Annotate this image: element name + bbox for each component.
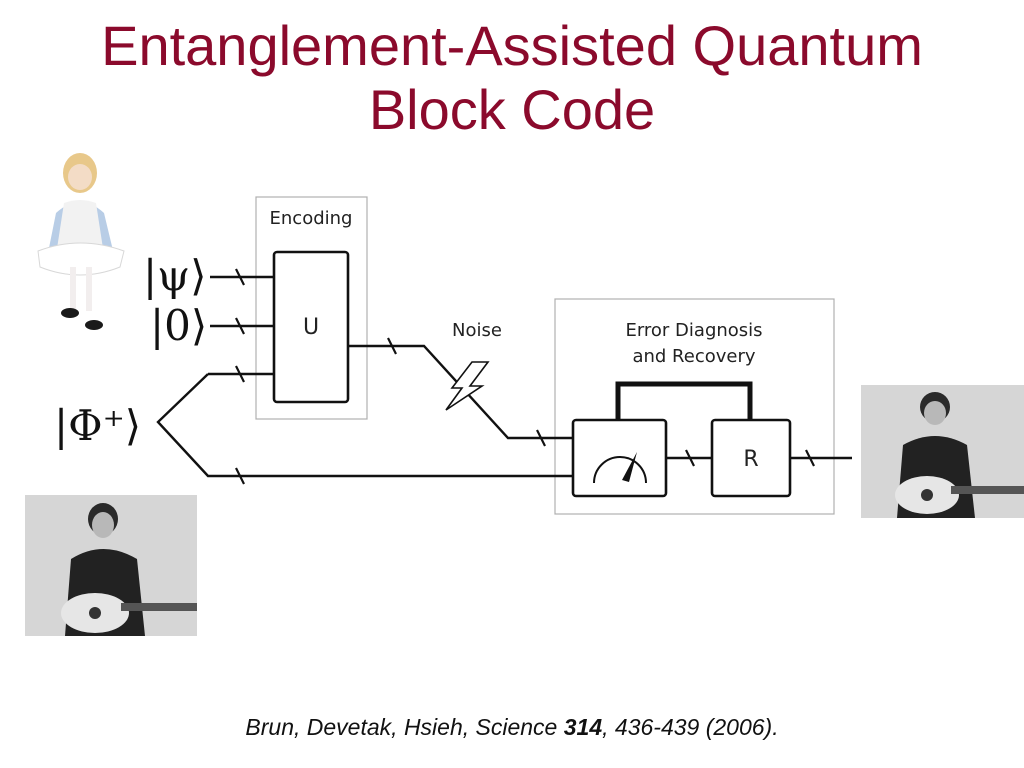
recovery-title-line-1: Error Diagnosis <box>625 320 762 341</box>
slash-phi-bottom <box>235 467 245 485</box>
wire-slashes <box>235 268 815 485</box>
unitary-label: U <box>303 315 319 340</box>
slash-channel <box>387 337 397 355</box>
lightning-bolt-icon <box>445 361 490 411</box>
citation-pages: , 436-439 (2006). <box>602 714 779 740</box>
slide-title-line-1: Entanglement-Assisted Quantum <box>101 14 923 77</box>
encoding-label: Encoding <box>270 208 353 229</box>
classical-wire <box>615 381 753 420</box>
ket-phi-plus: |Φ⁺⟩ <box>54 401 141 450</box>
bob-photo-right <box>861 385 1024 518</box>
citation-volume: 314 <box>563 714 603 740</box>
slash-meter-to-r <box>685 449 695 467</box>
slide-title-line-2: Block Code <box>368 78 656 141</box>
encoding-box <box>255 196 368 420</box>
recovery-box <box>554 298 835 515</box>
recovery-title-line-2: and Recovery <box>632 346 755 367</box>
bob-photo-left <box>25 495 197 636</box>
recovery-gate <box>710 418 792 498</box>
slash-phi-top <box>235 365 245 383</box>
ket-psi: |ψ⟩ <box>143 251 206 300</box>
ket-zero: |0⟩ <box>150 301 207 350</box>
alice-photo <box>20 143 132 338</box>
slide-title: Entanglement-Assisted Quantum Block Code <box>0 14 1024 142</box>
wire-phi-bottom <box>156 373 573 478</box>
recovery-gate-label: R <box>743 447 758 472</box>
slash-zero <box>235 317 245 335</box>
citation: Brun, Devetak, Hsieh, Science 314, 436-4… <box>0 714 1024 741</box>
slash-psi <box>235 268 245 286</box>
noise-label: Noise <box>452 320 502 341</box>
meter-dial-icon <box>593 456 647 484</box>
slash-output <box>805 449 815 467</box>
meter-needle-icon <box>622 452 637 482</box>
citation-authors: Brun, Devetak, Hsieh, Science <box>245 714 564 740</box>
slash-channel-end <box>536 429 546 447</box>
